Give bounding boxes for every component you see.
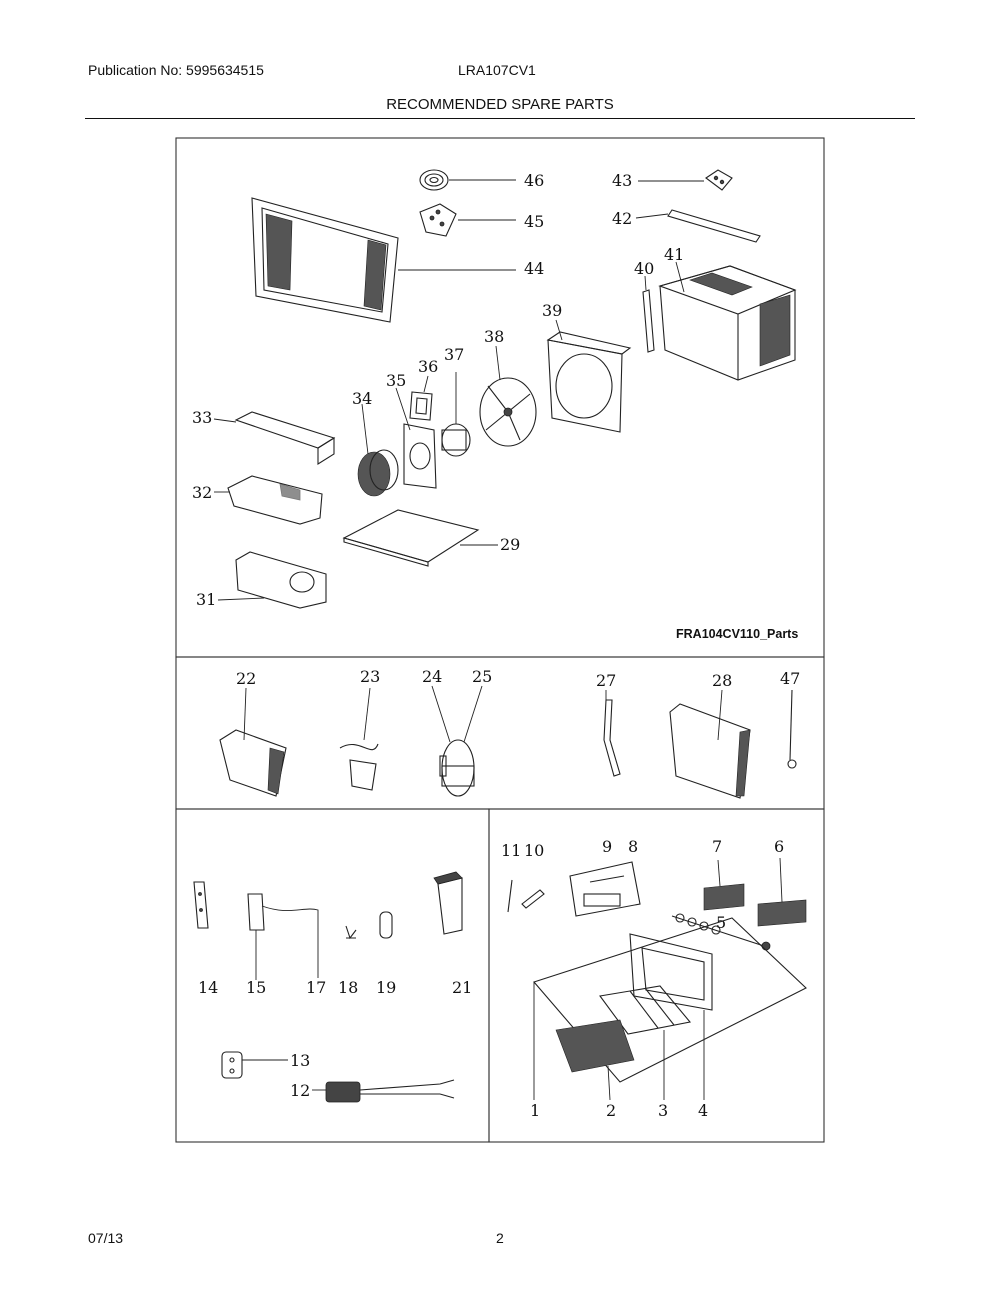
page-title: RECOMMENDED SPARE PARTS <box>386 96 614 113</box>
callout-31: 31 <box>196 590 216 609</box>
part-15-17-drawing <box>247 893 319 980</box>
part-18-drawing <box>345 925 357 940</box>
callout-29: 29 <box>500 535 520 554</box>
part-6-drawing <box>757 857 807 927</box>
callout-4: 4 <box>698 1101 708 1120</box>
part-34-drawing <box>357 403 399 497</box>
part-5-drawing <box>671 913 771 951</box>
callout-33: 33 <box>192 408 212 427</box>
callout-36: 36 <box>418 357 438 376</box>
callout-2: 2 <box>606 1101 616 1120</box>
footer-date: 07/13 <box>88 1230 124 1246</box>
part-44-drawing <box>251 197 516 323</box>
part-19-drawing <box>379 911 393 939</box>
part-14-drawing <box>193 881 209 929</box>
part-7-drawing <box>703 859 745 911</box>
callout-3: 3 <box>658 1101 668 1120</box>
callout-43: 43 <box>612 171 632 190</box>
panel-front-frame <box>488 808 825 1143</box>
callout-37: 37 <box>444 345 464 364</box>
callout-27: 27 <box>596 671 616 690</box>
part-8-9-drawing <box>569 861 641 917</box>
callout-labels: 46 45 44 43 42 41 40 39 38 37 36 35 34 3… <box>192 171 800 1120</box>
part-4-drawing <box>629 933 713 1100</box>
part-45-drawing <box>419 203 516 237</box>
callout-28: 28 <box>712 671 732 690</box>
part-27-drawing <box>603 690 621 777</box>
callout-45: 45 <box>524 212 544 231</box>
callout-35: 35 <box>386 371 406 390</box>
diagram-reference-label: FRA104CV110_Parts <box>676 627 798 641</box>
part-43-drawing <box>638 169 733 191</box>
part-24-25-drawing <box>431 685 483 797</box>
part-36-drawing <box>409 375 433 421</box>
part-39-drawing <box>546 319 632 433</box>
callout-25: 25 <box>472 667 492 686</box>
publication-number: Publication No: 5995634515 <box>88 62 264 78</box>
callout-42: 42 <box>612 209 632 228</box>
callout-6: 6 <box>774 837 784 856</box>
part-23-drawing <box>339 687 379 791</box>
part-21-drawing <box>433 871 463 935</box>
callout-24: 24 <box>422 667 442 686</box>
part-11-10-drawing <box>507 879 545 913</box>
part-22-drawing <box>219 687 287 797</box>
callout-34: 34 <box>352 389 372 408</box>
callout-7: 7 <box>712 837 722 856</box>
callout-38: 38 <box>484 327 504 346</box>
callout-40: 40 <box>634 259 654 278</box>
callout-39: 39 <box>542 301 562 320</box>
callout-23: 23 <box>360 667 380 686</box>
part-12-drawing <box>312 1079 455 1103</box>
part-35-drawing <box>395 387 437 489</box>
page-number: 2 <box>496 1230 504 1246</box>
header-rule <box>85 118 915 119</box>
part-28-drawing <box>669 689 751 799</box>
callout-18: 18 <box>338 978 358 997</box>
part-37-drawing <box>441 372 471 457</box>
part-13-drawing <box>221 1051 288 1079</box>
part-40-drawing <box>642 275 655 353</box>
callout-46: 46 <box>524 171 544 190</box>
part-47-drawing <box>787 689 797 769</box>
callout-22: 22 <box>236 669 256 688</box>
callout-9: 9 <box>602 837 612 856</box>
callout-14: 14 <box>198 978 218 997</box>
part-2-drawing <box>555 1019 635 1101</box>
callout-1: 1 <box>530 1101 540 1120</box>
callout-41: 41 <box>664 245 684 264</box>
callout-15: 15 <box>246 978 266 997</box>
part-32-drawing <box>214 475 323 525</box>
part-33-drawing <box>213 411 336 465</box>
callout-10: 10 <box>524 841 544 860</box>
callout-17: 17 <box>306 978 326 997</box>
callout-13: 13 <box>290 1051 310 1070</box>
callout-11: 11 <box>501 841 521 860</box>
callout-5: 5 <box>716 913 726 932</box>
model-number: LRA107CV1 <box>458 62 536 78</box>
part-29-drawing <box>342 509 498 567</box>
callout-21: 21 <box>452 978 472 997</box>
callout-44: 44 <box>524 259 544 278</box>
part-38-drawing <box>479 345 537 447</box>
part-31-drawing <box>217 551 327 609</box>
part-41-drawing <box>658 261 797 381</box>
part-46-drawing <box>419 169 516 191</box>
callout-12: 12 <box>290 1081 310 1100</box>
part-42-drawing <box>635 209 761 243</box>
callout-19: 19 <box>376 978 396 997</box>
callout-8: 8 <box>628 837 638 856</box>
callout-47: 47 <box>780 669 800 688</box>
callout-32: 32 <box>192 483 212 502</box>
